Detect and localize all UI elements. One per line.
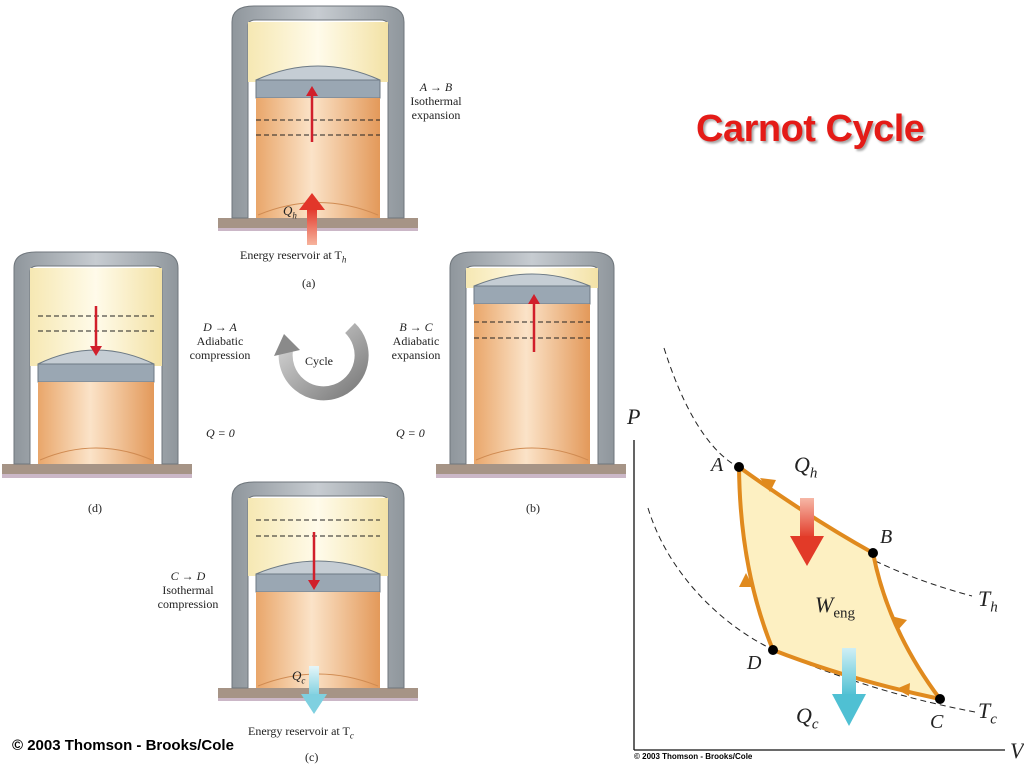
work-label: Weng — [815, 592, 855, 622]
point-label-d: D — [747, 652, 762, 674]
point-label-c: C — [930, 711, 944, 733]
reservoir-label-cold: Energy reservoir at Tc — [248, 724, 354, 741]
point-c — [935, 694, 945, 704]
process-label-a: A → B Isothermal expansion — [410, 80, 462, 122]
caption-b: (b) — [526, 501, 540, 515]
p-axis-label: P — [627, 404, 641, 429]
cycle-label: Cycle — [305, 354, 333, 368]
point-d — [768, 645, 778, 655]
reservoir-label-hot: Energy reservoir at Th — [240, 248, 347, 265]
point-a — [734, 462, 744, 472]
cylinder-d — [2, 251, 192, 478]
cycle-arrow-icon — [274, 322, 369, 401]
cylinder-c — [218, 481, 418, 714]
qh-arrow-shaft — [800, 498, 814, 538]
path-arrow-bc — [891, 616, 907, 630]
qc-arrow-head — [832, 694, 866, 726]
path-arrow-cd — [896, 683, 910, 696]
isotherm-th — [663, 347, 973, 597]
point-label-b: B — [880, 526, 893, 548]
copyright: © 2003 Thomson - Brooks/Cole — [12, 737, 234, 754]
q-zero-d: Q = 0 — [206, 426, 235, 440]
caption-d: (d) — [88, 501, 102, 515]
point-label-a: A — [711, 454, 724, 476]
v-axis-label: V — [1010, 738, 1024, 763]
th-label: Th — [978, 586, 998, 616]
pv-copyright: © 2003 Thomson - Brooks/Cole — [634, 752, 753, 761]
process-label-d: D → A Adiabatic compression — [189, 320, 251, 362]
cylinder-b — [436, 251, 626, 478]
pv-diagram — [633, 347, 1005, 751]
qh-label: Qh — [794, 452, 818, 482]
cylinder-a — [218, 5, 418, 245]
tc-label: Tc — [978, 698, 997, 728]
path-arrow-da — [739, 573, 753, 587]
process-label-b: B → C Adiabatic expansion — [391, 320, 441, 362]
path-arrow-ab — [760, 478, 776, 492]
qc-label: Qc — [796, 703, 819, 733]
caption-c: (c) — [305, 750, 319, 764]
caption-a: (a) — [302, 276, 316, 290]
cycle-region — [737, 465, 942, 701]
qc-arrow-shaft — [842, 648, 856, 696]
heat-label-qh-a: Qh — [283, 203, 297, 221]
slide-title: Carnot Cycle — [696, 108, 925, 150]
qh-arrow-head — [790, 536, 824, 566]
q-zero-b: Q = 0 — [396, 426, 425, 440]
point-b — [868, 548, 878, 558]
process-label-c: C → D Isothermal compression — [157, 569, 219, 611]
heat-label-qc-c: Qc — [292, 668, 306, 686]
